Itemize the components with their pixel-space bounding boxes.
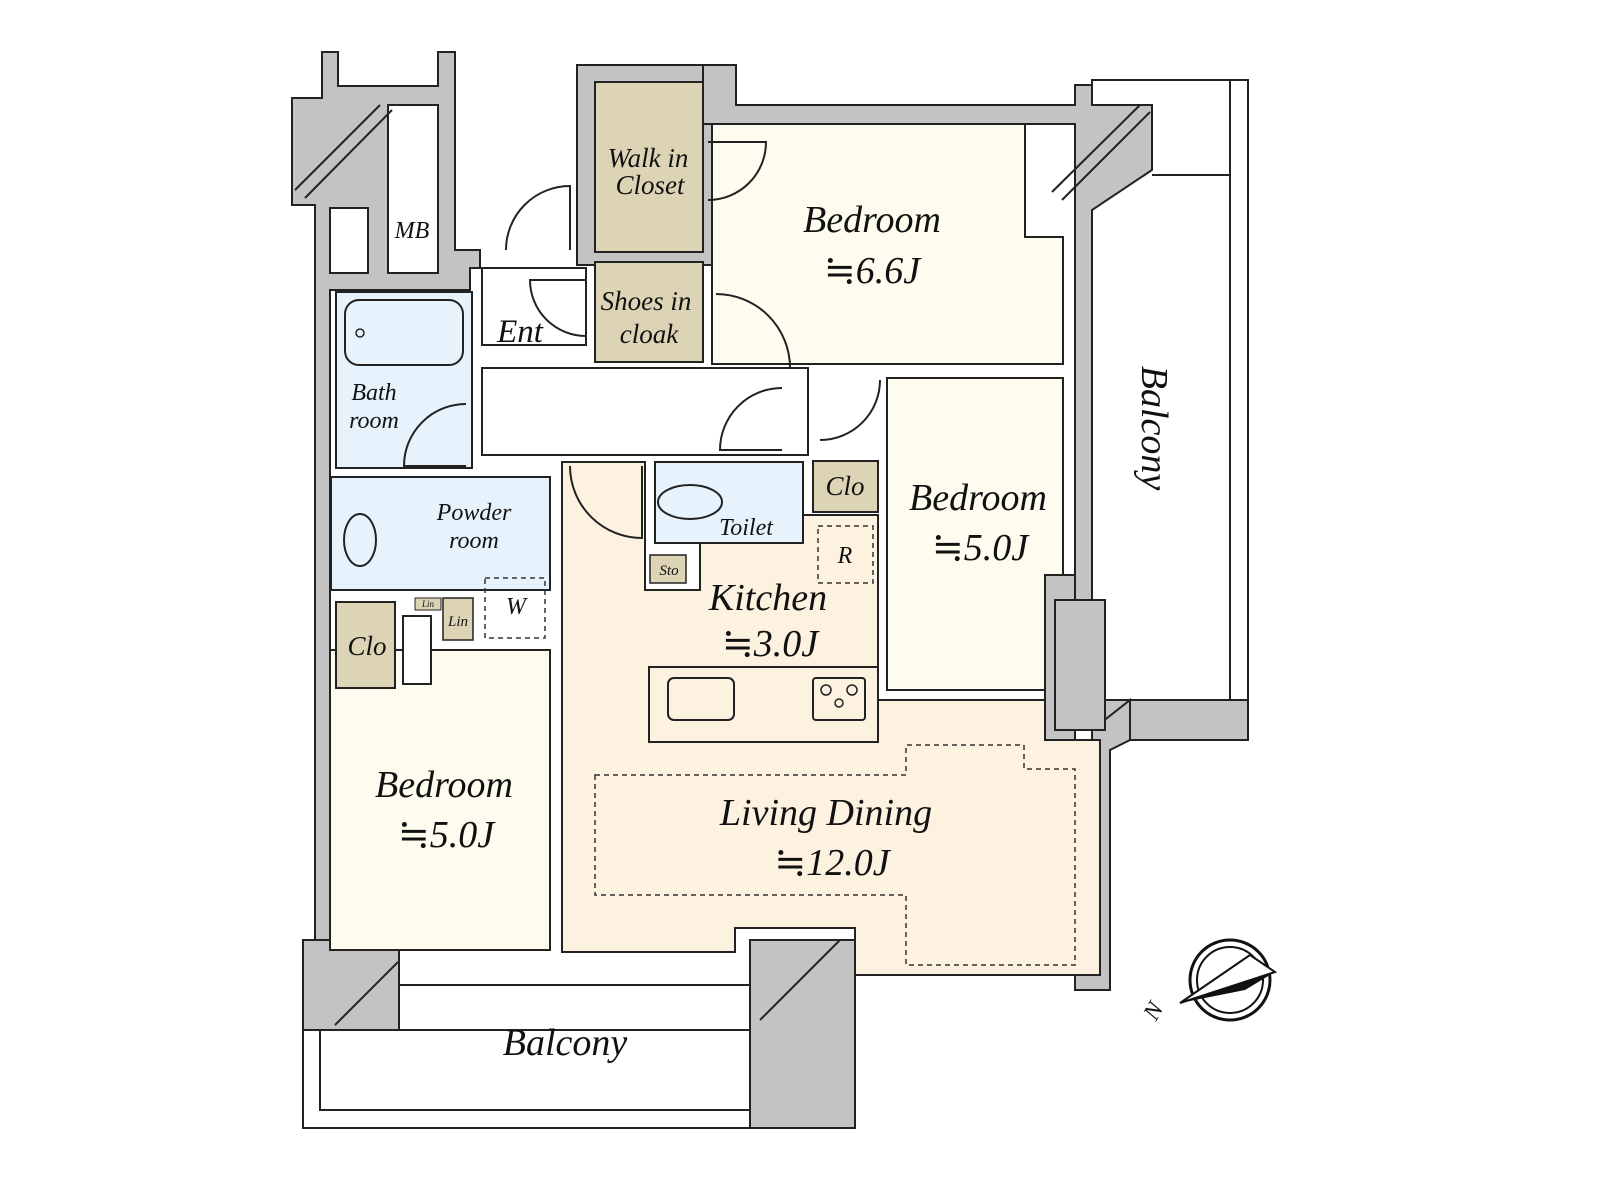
living-dining-size: ≒12.0J xyxy=(774,842,891,884)
closet-left xyxy=(335,601,396,689)
kitchen-counter xyxy=(648,666,879,743)
linen-small-label: Lin xyxy=(421,599,435,609)
shoes-in-cloak-label-2: cloak xyxy=(620,319,679,349)
living-dining-name: Living Dining xyxy=(719,792,932,834)
kitchen-name: Kitchen xyxy=(708,577,827,619)
shoes-in-cloak-label: Shoes in xyxy=(601,286,692,316)
north-label: N xyxy=(1138,996,1170,1025)
bedroom-right-name: Bedroom xyxy=(909,477,1047,519)
kitchen-size: ≒3.0J xyxy=(722,623,820,665)
toilet-label: Toilet xyxy=(719,515,774,541)
balcony-bottom xyxy=(302,939,856,1129)
washer-label: W xyxy=(506,594,528,620)
bathtub xyxy=(344,299,464,366)
closet-left-label: Clo xyxy=(347,631,386,661)
balcony-right-label: Balcony xyxy=(1133,366,1175,491)
toilet-room xyxy=(654,461,804,544)
walk-in-closet-label-2: Closet xyxy=(615,170,686,200)
storage-label: Sto xyxy=(659,563,679,579)
toilet-icon xyxy=(657,484,723,520)
closet-right-label: Clo xyxy=(825,471,864,501)
bedroom-top xyxy=(711,123,1064,365)
bedroom-left-size: ≒5.0J xyxy=(398,814,496,856)
walk-in-closet-label: Walk in xyxy=(608,143,689,173)
bath-label-2: room xyxy=(349,408,399,434)
hallway xyxy=(481,367,809,456)
entrance-label: Ent xyxy=(496,314,544,350)
bedroom-top-size: ≒6.6J xyxy=(824,250,922,292)
bedroom-left-name: Bedroom xyxy=(375,764,513,806)
closet-right xyxy=(812,460,879,513)
stove-icon xyxy=(812,677,866,721)
bedroom-left xyxy=(329,649,551,951)
kitchen-sink-icon xyxy=(667,677,735,721)
doors xyxy=(402,141,881,540)
powder-label: Powder xyxy=(436,500,512,526)
bedroom-right-size: ≒5.0J xyxy=(932,527,1030,569)
powder-room xyxy=(330,476,551,591)
bath-label: Bath xyxy=(351,380,396,406)
sink-icon xyxy=(343,513,377,567)
powder-label-2: room xyxy=(449,528,499,554)
shoes-in-cloak xyxy=(594,261,704,363)
bedroom-top-name: Bedroom xyxy=(803,199,941,241)
balcony-bottom-label: Balcony xyxy=(503,1022,628,1064)
linen-label: Lin xyxy=(447,614,468,630)
refrigerator-label: R xyxy=(837,543,853,569)
walk-in-closet xyxy=(594,81,704,253)
mb-label: MB xyxy=(394,218,430,244)
compass-icon xyxy=(1179,938,1278,1022)
bedroom-right xyxy=(886,377,1064,691)
